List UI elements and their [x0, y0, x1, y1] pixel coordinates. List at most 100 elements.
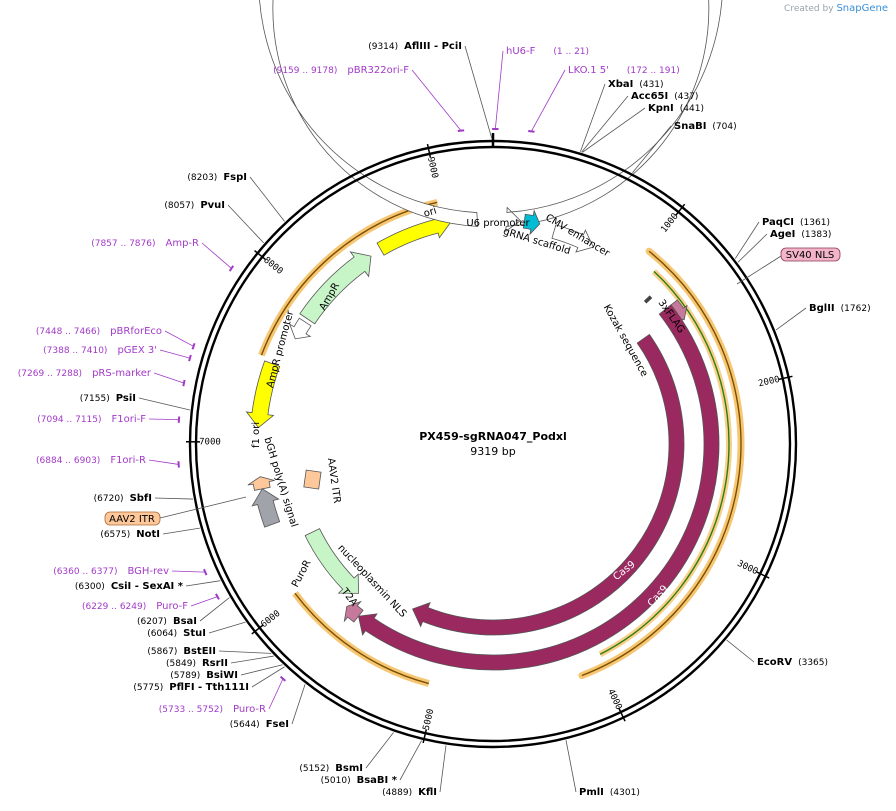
- primer-name: pGEX 3': [117, 345, 157, 356]
- feature-f1-ori[interactable]: [245, 360, 281, 429]
- tick-label-8000: 8000: [261, 255, 284, 276]
- feature-u6-promoter[interactable]: [259, 0, 723, 233]
- site-position: (1383): [801, 230, 831, 240]
- site-name: FspI: [223, 172, 247, 183]
- restriction-site-ecorv[interactable]: EcoRV(3365): [757, 657, 828, 668]
- tick-mark-9000: [426, 143, 432, 158]
- restriction-site-snabi[interactable]: SnaBI(704): [674, 121, 737, 132]
- feature-t2a[interactable]: [343, 600, 364, 623]
- restriction-site-bsai[interactable]: BsaI(6207): [137, 616, 197, 627]
- restriction-site-afliii-pcii[interactable]: AflIII - PciI(9314): [368, 41, 462, 52]
- feature-label-puror: PuroR: [290, 558, 313, 589]
- site-leader-psii: [138, 397, 190, 411]
- site-leader-acc65i: [581, 95, 629, 153]
- restriction-site-xbai[interactable]: XbaI (431): [608, 79, 664, 90]
- site-name: AgeI: [770, 229, 795, 240]
- snapgene-credit: Created by SnapGene: [784, 3, 888, 14]
- tick-label-9000: 9000: [425, 156, 439, 179]
- restriction-site-csii-sexai[interactable]: CsiI - SexAI *(6300): [75, 581, 184, 592]
- site-leader-pmli: [565, 740, 577, 793]
- feature-aav2-itr-left[interactable]: [247, 476, 275, 491]
- restriction-site-bglii[interactable]: BglII (1762): [809, 303, 871, 314]
- primer-prs-marker[interactable]: pRS-marker(7269 .. 7288): [18, 368, 152, 379]
- restriction-site-fsei[interactable]: FseI(5644): [230, 719, 289, 730]
- restriction-site-pflfi-tth111i[interactable]: PflFI - Tth111I(5775): [133, 682, 249, 693]
- primer-position: (5733 .. 5752): [159, 705, 223, 715]
- restriction-site-bsteii[interactable]: BstEII(5867): [147, 646, 216, 657]
- primer-leader-puro-f: [190, 596, 218, 607]
- primer-name: F1ori-F: [112, 414, 147, 425]
- primer-puro-f[interactable]: Puro-F(6229 .. 6249): [82, 601, 188, 612]
- primer-bgh-rev[interactable]: BGH-rev(6360 .. 6377): [53, 566, 169, 577]
- site-leader-paqci: [734, 221, 760, 259]
- cas9-orf-line: [599, 270, 730, 655]
- restriction-site-noti[interactable]: NotI(6575): [100, 529, 160, 540]
- restriction-site-rsrii[interactable]: RsrII(5849): [166, 658, 228, 669]
- site-leader-xbai: [580, 83, 606, 152]
- restriction-site-paqci[interactable]: PaqCI(1361): [762, 217, 830, 228]
- restriction-site-fspi[interactable]: FspI (8203): [187, 172, 247, 183]
- primer-leader-f1ori-r: [148, 459, 179, 465]
- tick-mark-4000: [618, 708, 626, 722]
- restriction-site-kfli[interactable]: KflI(4889): [382, 787, 437, 798]
- plasmid-name: PX459-sgRNA047_Podxl: [419, 430, 567, 443]
- site-name: BsmI: [335, 763, 363, 774]
- site-position: (1361): [800, 218, 830, 228]
- aav2-itr-outer-label: AAV2 ITR: [109, 514, 155, 525]
- primer-lko-1-5[interactable]: LKO.1 5'(172 .. 191): [568, 65, 680, 76]
- primer-f1ori-f[interactable]: F1ori-F(7094 .. 7115): [37, 414, 146, 425]
- backbone: [188, 133, 798, 749]
- primer-mark-amp-r: [228, 265, 235, 272]
- site-position: (5867): [147, 647, 177, 657]
- feature-grna-scaffold[interactable]: [522, 209, 541, 236]
- feature-cas9-inner[interactable]: [412, 333, 685, 636]
- feature-ampr-promoter[interactable]: [288, 317, 312, 340]
- primer-pbr322ori-f[interactable]: pBR322ori-F(9159 .. 9178): [273, 65, 409, 76]
- restriction-site-psii[interactable]: PsiI(7155): [80, 393, 136, 404]
- aav2-itr-leader: [159, 496, 247, 519]
- feature-cmv-enhancer[interactable]: [551, 224, 594, 253]
- site-position: (7155): [80, 394, 110, 404]
- credit-prefix: Created by: [784, 4, 834, 14]
- primer-position: (7448 .. 7466): [36, 327, 100, 337]
- primer-f1ori-r[interactable]: F1ori-R(6884 .. 6903): [36, 455, 146, 466]
- site-position: (1762): [841, 304, 871, 314]
- restriction-site-bsabi[interactable]: BsaBI *(5010): [321, 775, 398, 786]
- restriction-site-agei[interactable]: AgeI (1383): [770, 229, 831, 240]
- primer-leader-prs-marker: [153, 372, 185, 384]
- restriction-site-sbfi[interactable]: SbfI(6720): [94, 493, 152, 504]
- feature-bgh-polya[interactable]: [251, 488, 281, 528]
- primer-pgex-3[interactable]: pGEX 3'(7388 .. 7410): [43, 345, 157, 356]
- cas9-orf-line-outer: [581, 250, 742, 677]
- site-leader-rsrii: [230, 655, 274, 664]
- restriction-site-bsmi[interactable]: BsmI(5152): [299, 763, 363, 774]
- feature-ampr[interactable]: [299, 251, 372, 325]
- restriction-site-kpni[interactable]: KpnI(441): [648, 103, 704, 114]
- feature-cas9-outer[interactable]: [357, 304, 720, 671]
- puro-orf-line: [294, 592, 429, 685]
- site-leader-bsiwi: [240, 664, 283, 676]
- restriction-site-pmli[interactable]: PmlI(4301): [579, 787, 640, 798]
- site-name: XbaI: [608, 79, 633, 90]
- primer-position: (7269 .. 7288): [18, 369, 82, 379]
- primer-amp-r[interactable]: Amp-R(7857 .. 7876): [91, 238, 199, 249]
- primer-hu6-f[interactable]: hU6-F(1 .. 21): [506, 46, 589, 57]
- restriction-site-pvui[interactable]: PvuI(8057): [164, 200, 225, 211]
- tick-mark-3000: [756, 571, 770, 579]
- primer-puro-r[interactable]: Puro-R(5733 .. 5752): [159, 704, 266, 715]
- aav2-itr-box: [104, 511, 161, 526]
- restriction-site-stui[interactable]: StuI(6064): [147, 628, 206, 639]
- primer-pbrforeco[interactable]: pBRforEco(7448 .. 7466): [36, 326, 162, 337]
- feature-ori[interactable]: [376, 213, 451, 256]
- site-position: (6300): [75, 582, 105, 592]
- site-leader-pvui: [227, 204, 264, 244]
- site-position: (4889): [382, 788, 412, 798]
- primer-position: (6360 .. 6377): [53, 567, 117, 577]
- site-position: (8203): [187, 173, 217, 183]
- site-name: BglII: [809, 303, 835, 314]
- site-position: (431): [639, 80, 663, 90]
- restriction-site-bsiwi[interactable]: BsiWI(5789): [170, 670, 238, 681]
- restriction-site-acc65i[interactable]: Acc65I(437): [631, 91, 698, 102]
- feature-puror[interactable]: [304, 528, 359, 594]
